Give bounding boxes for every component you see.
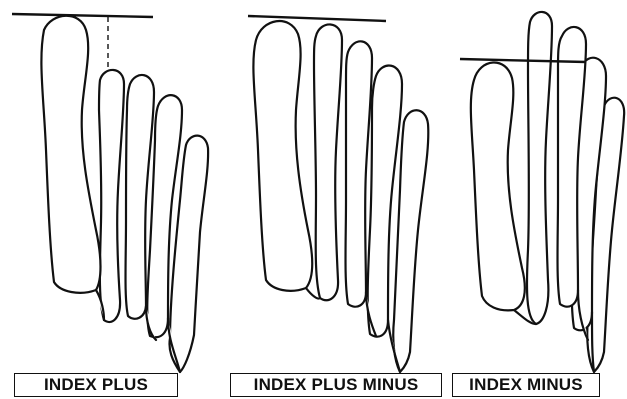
label-index-minus: INDEX MINUS xyxy=(452,373,600,397)
toe-2 xyxy=(527,12,552,324)
toe-1 xyxy=(253,21,312,291)
panel-index-plus-minus xyxy=(248,16,428,372)
toe-2 xyxy=(99,70,124,322)
reference-line-2 xyxy=(248,16,386,21)
label-index-plus-minus: INDEX PLUS MINUS xyxy=(230,373,442,397)
toe-2 xyxy=(314,24,342,300)
panel-index-plus xyxy=(12,14,208,372)
toe-1 xyxy=(471,62,525,310)
label-index-plus: INDEX PLUS xyxy=(14,373,178,397)
toe-5 xyxy=(393,110,428,372)
reference-line-1 xyxy=(12,14,153,17)
panel-index-minus xyxy=(460,12,624,372)
toe-1 xyxy=(41,16,100,293)
